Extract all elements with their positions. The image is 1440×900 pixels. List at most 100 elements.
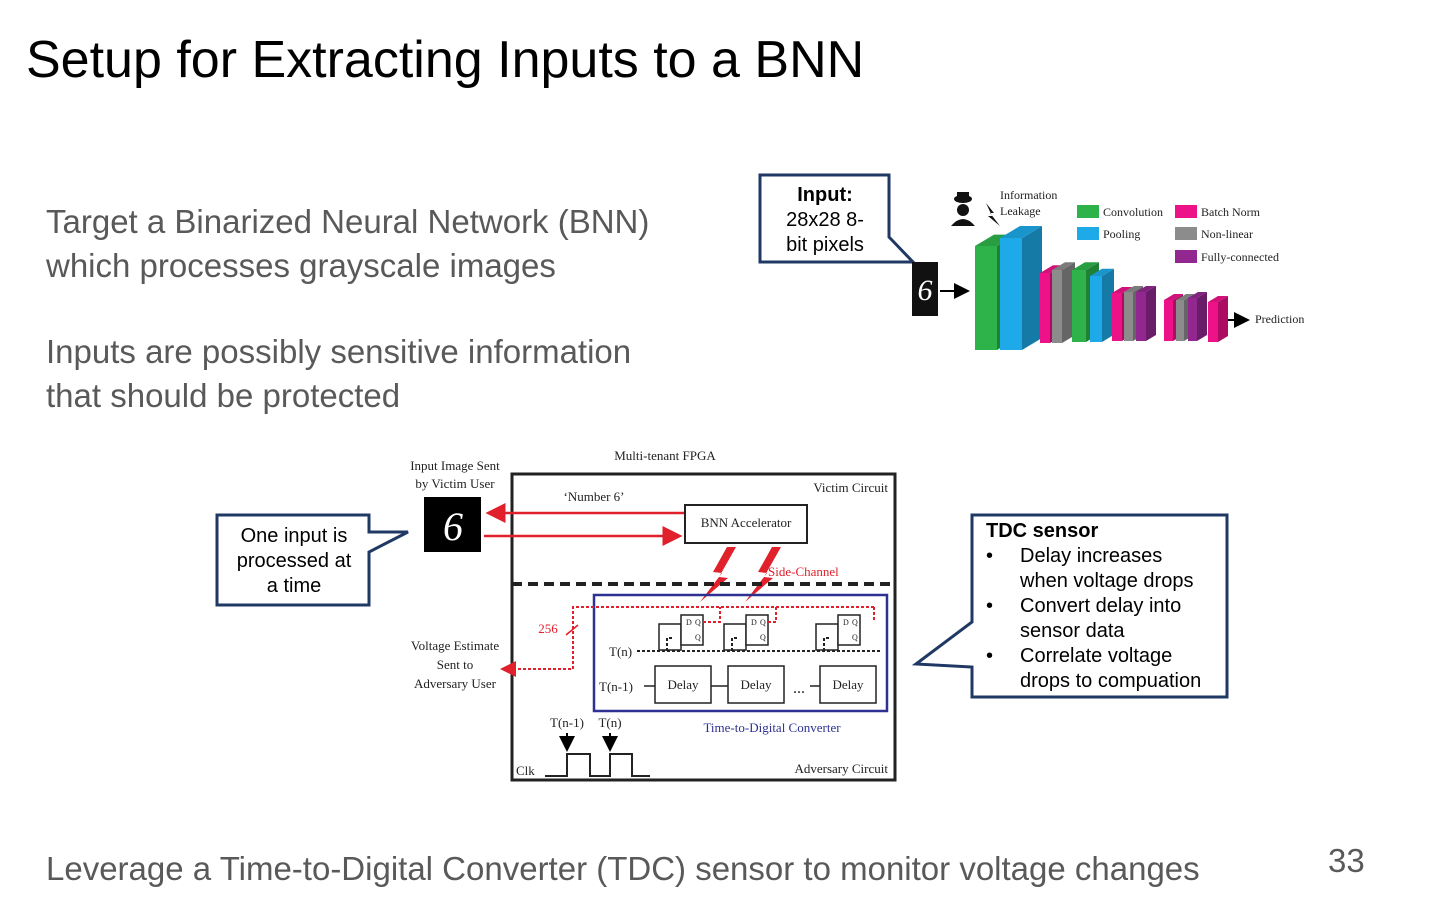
tdc-bullet-line: sensor data: [1020, 620, 1125, 642]
bnn-layers: [975, 226, 1228, 350]
bnn-network-figure: 6 Information Leakage Prediction Convolu…: [912, 188, 1304, 350]
processing-callout-line: processed at: [236, 550, 352, 572]
ff-d-label: D: [686, 618, 692, 627]
voltage-label-1: Voltage Estimate: [411, 638, 499, 653]
bnn-layer-block: [1000, 226, 1042, 350]
fpga-outline: [510, 472, 897, 782]
ff-d-label: D: [843, 618, 849, 627]
bullet-symbol: •: [986, 545, 994, 567]
legend-label-batch-norm: Batch Norm: [1201, 205, 1261, 219]
voltage-label-3: Adversary User: [414, 676, 497, 691]
legend-label-convolution: Convolution: [1103, 205, 1163, 219]
lightning-icon: [986, 203, 1000, 226]
input-callout-heading: Input:: [797, 184, 853, 206]
processing-callout-line: a time: [266, 575, 322, 597]
tdc-bullet-line: Delay increases: [1020, 545, 1163, 567]
clk-tn1-label: T(n-1): [550, 715, 584, 730]
bullet-line: that should be protected: [46, 377, 401, 414]
side-channel-bolt-icon: [700, 547, 736, 602]
bnn-legend: Convolution Pooling Batch Norm Non-linea…: [1077, 205, 1279, 264]
delay-label: Delay: [832, 677, 864, 692]
delay-box-1: [654, 665, 712, 704]
side-channel-label: Side-Channel: [768, 564, 839, 579]
tdc-bullet-item: • Correlate voltage drops to compuation: [986, 644, 1201, 694]
bullet-sensitive-inputs: Inputs are possibly sensitive informatio…: [46, 330, 631, 418]
tn1-label: T(n-1): [599, 679, 633, 694]
flip-flop-2: D Q Q: [723, 614, 769, 651]
tdc-bullet-item: • Delay increases when voltage drops: [986, 544, 1201, 594]
delay-label: Delay: [740, 677, 772, 692]
legend-swatch-batch-norm: [1175, 205, 1197, 218]
bullet-symbol: •: [986, 645, 994, 667]
legend-label-pooling: Pooling: [1103, 227, 1140, 241]
processing-callout-line: One input is: [240, 525, 348, 547]
bnn-layer-block: [1136, 286, 1156, 341]
legend-swatch-non-linear: [1175, 227, 1197, 240]
ff-q-label: Q: [852, 618, 858, 627]
legend-swatch-pooling: [1077, 227, 1099, 240]
spy-icon: [951, 192, 975, 226]
processing-callout-text: One input is processed at a time: [222, 524, 366, 599]
tdc-bullet-line: when voltage drops: [1020, 570, 1194, 592]
bnn-accelerator-label: BNN Accelerator: [701, 515, 792, 530]
tdc-bullet-line: Correlate voltage: [1020, 645, 1173, 667]
input-sent-label-2: by Victim User: [415, 476, 495, 491]
voltage-label-2: Sent to: [437, 657, 473, 672]
adversary-circuit-label: Adversary Circuit: [794, 761, 888, 776]
bnn-input-image: [912, 262, 938, 316]
ff-q-label: Q: [852, 633, 858, 642]
ff-q-label: Q: [760, 633, 766, 642]
clk-tn-label: T(n): [598, 715, 621, 730]
legend-label-fully-connected: Fully-connected: [1201, 250, 1279, 264]
bnn-layer-block: [1208, 296, 1228, 342]
bullet-target-bnn: Target a Binarized Neural Network (BNN) …: [46, 200, 649, 288]
fpga-figure: Input Image Sent by Victim User 6 Multi-…: [410, 448, 897, 782]
bus-width-label: 256: [538, 621, 558, 636]
flip-flop-1: D Q Q: [658, 614, 704, 651]
fpga-input-image: [424, 497, 481, 552]
flip-flop-3: D Q Q: [815, 614, 861, 651]
number-label: ‘Number 6’: [563, 489, 624, 504]
bullet-line: Inputs are possibly sensitive informatio…: [46, 333, 632, 370]
delay-chain-ellipsis: ...: [793, 680, 805, 697]
input-callout-text: Input: 28x28 8- bit pixels: [766, 183, 884, 258]
legend-swatch-convolution: [1077, 205, 1099, 218]
delay-box-3: [819, 665, 877, 704]
prediction-label: Prediction: [1255, 312, 1304, 326]
bnn-input-digit: 6: [918, 274, 933, 307]
tdc-bullet-line: Convert delay into: [1020, 595, 1182, 617]
clock-waveform: [545, 753, 650, 777]
bnn-accelerator-box: [684, 504, 808, 544]
leakage-label-1: Information: [1000, 188, 1057, 202]
input-callout-line: 28x28 8-: [786, 209, 864, 231]
fpga-input-digit: 6: [443, 504, 463, 549]
bnn-layer-block: [1090, 268, 1114, 342]
side-channel-bolt-icon: [745, 547, 781, 602]
bnn-layer-block: [1188, 292, 1207, 341]
tn-label: T(n): [609, 644, 632, 659]
tdc-bullet-line: drops to compuation: [1020, 670, 1202, 692]
ff-d-label: D: [751, 618, 757, 627]
slide-title: Setup for Extracting Inputs to a BNN: [26, 31, 865, 89]
legend-swatch-fully-connected: [1175, 250, 1197, 263]
footer-text: Leverage a Time-to-Digital Converter (TD…: [46, 850, 1200, 887]
processing-callout-box: [215, 513, 409, 607]
page-number: 33: [1328, 842, 1365, 879]
tdc-block: [592, 593, 889, 713]
bullet-symbol: •: [986, 595, 994, 617]
ff-q-label: Q: [695, 618, 701, 627]
delay-label: Delay: [667, 677, 699, 692]
bnn-layer-block: [1052, 262, 1075, 343]
input-callout-line: bit pixels: [786, 234, 864, 256]
clk-label: Clk: [516, 763, 535, 778]
fpga-label: Multi-tenant FPGA: [614, 448, 716, 463]
tdc-label: Time-to-Digital Converter: [703, 720, 841, 735]
leakage-label-2: Leakage: [1000, 204, 1041, 218]
input-sent-label-1: Input Image Sent: [410, 458, 500, 473]
tdc-callout-box: [911, 513, 1229, 699]
victim-circuit-label: Victim Circuit: [813, 480, 888, 495]
tdc-bullet-item: • Convert delay into sensor data: [986, 594, 1201, 644]
ff-q-label: Q: [760, 618, 766, 627]
